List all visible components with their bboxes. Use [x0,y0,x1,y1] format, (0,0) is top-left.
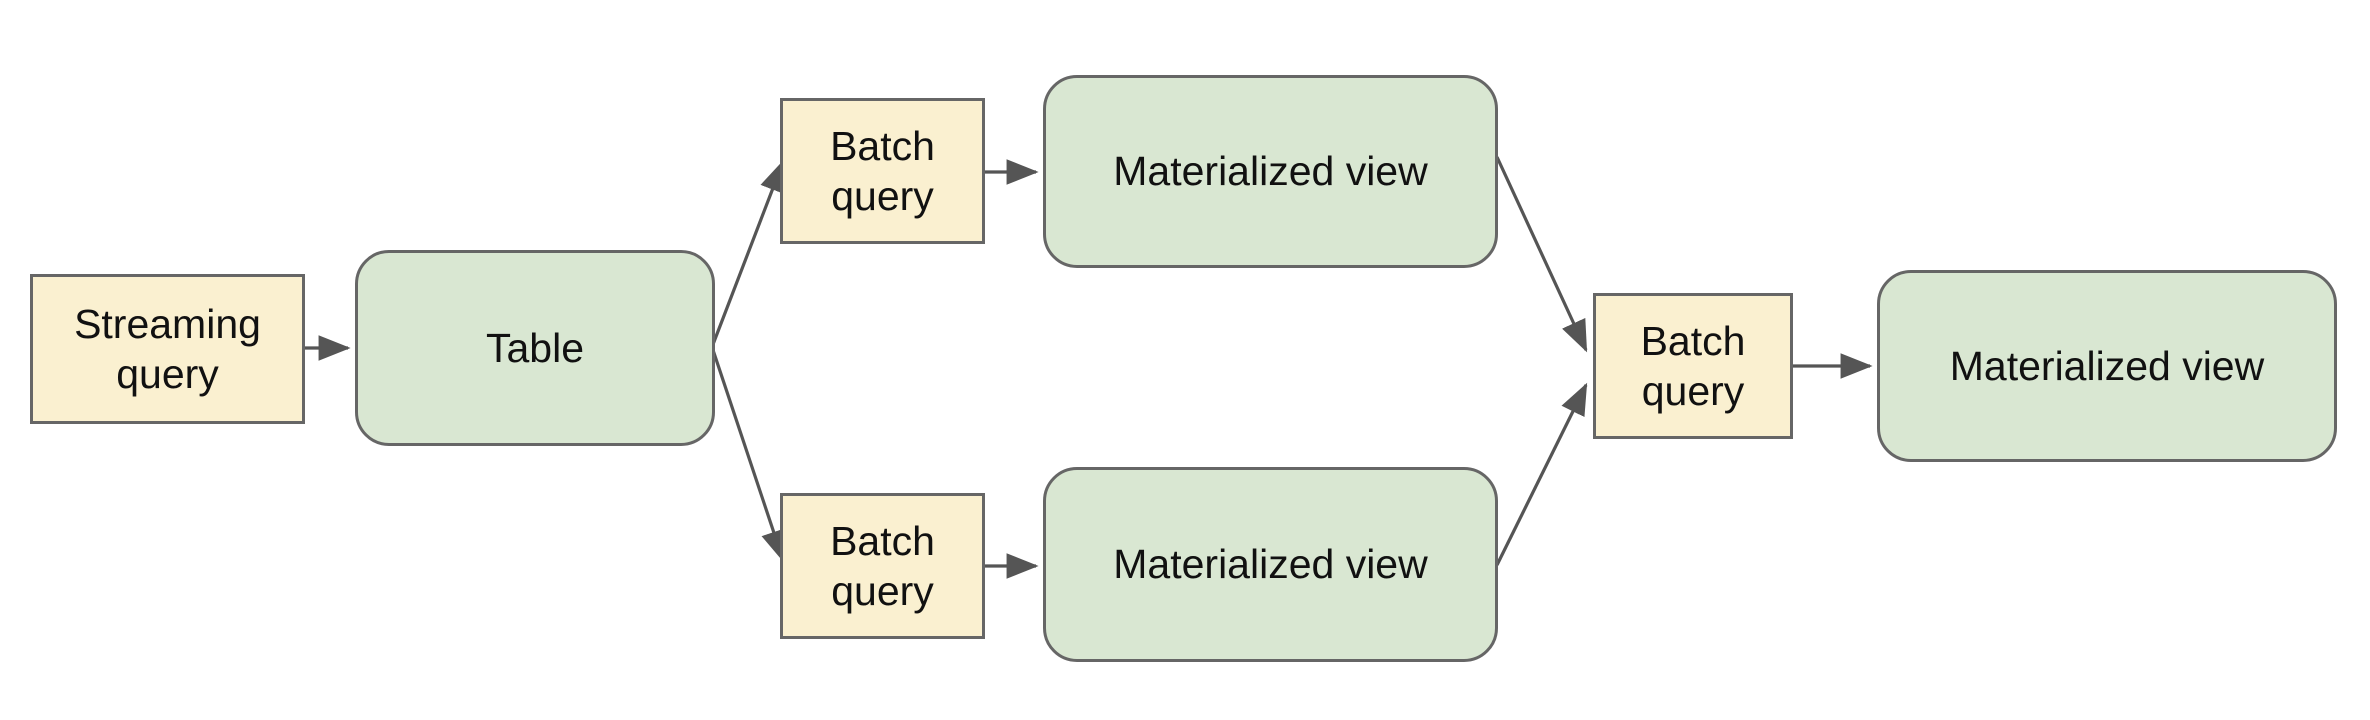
node-label-materialized-view-final: Materialized view [1949,342,2265,389]
node-label-materialized-view-bottom: Materialized view [1113,541,1428,588]
node-label-batch-query-join: Batch query [1640,317,1746,414]
node-label-materialized-view-top: Materialized view [1113,148,1428,195]
node-label-batch-query-top: Batch query [830,122,935,219]
node-label-table: Table [485,324,584,371]
node-batch-query-top[interactable]: Batch query [780,98,985,244]
edge-mv-bottom-to-batch-join [1495,382,1588,566]
node-streaming-query[interactable]: Streaming query [30,274,305,424]
node-batch-query-bottom[interactable]: Batch query [780,493,985,639]
edge-table-to-batch-top [710,159,785,348]
node-materialized-view-final[interactable]: Materialized view [1877,270,2337,462]
node-table[interactable]: Table [355,250,715,446]
node-materialized-view-top[interactable]: Materialized view [1043,75,1498,268]
node-label-streaming-query: Streaming query [74,300,261,397]
edge-table-to-batch-bottom [710,346,786,563]
node-label-batch-query-bottom: Batch query [830,517,935,614]
node-batch-query-join[interactable]: Batch query [1593,293,1793,439]
node-materialized-view-bottom[interactable]: Materialized view [1043,467,1498,662]
edge-mv-top-to-batch-join [1495,156,1588,353]
